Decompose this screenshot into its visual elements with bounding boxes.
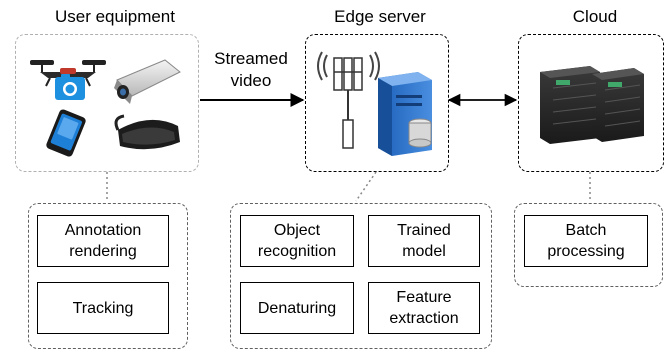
- trained-model-line2: model: [402, 243, 446, 260]
- edge-connector: [355, 171, 377, 202]
- feature-extraction-line1: Feature: [396, 289, 452, 306]
- denaturing-label: Denaturing: [257, 299, 337, 317]
- vr-headset-icon: [114, 114, 180, 150]
- denaturing-box: Denaturing: [240, 282, 354, 334]
- cloud-title: Cloud: [572, 7, 618, 26]
- edge-functions-box: [230, 203, 492, 349]
- batch-processing-line2: processing: [547, 243, 625, 260]
- antenna-tower-icon: [317, 51, 380, 149]
- cloud-functions-box: [514, 203, 663, 287]
- edge-server-title: Edge server: [334, 7, 426, 26]
- tracking-label: Tracking: [72, 299, 134, 317]
- cctv-camera-icon: [114, 59, 181, 104]
- annotation-rendering-box: Annotation rendering: [37, 215, 169, 267]
- feature-extraction-line2: extraction: [389, 310, 459, 327]
- batch-processing-line1: Batch: [565, 222, 607, 239]
- user-equipment-title: User equipment: [54, 7, 175, 26]
- smartphone-icon: [46, 109, 86, 157]
- server-icon: [378, 72, 432, 156]
- datacenter-icon: [540, 66, 644, 144]
- annotation-rendering-line2: rendering: [69, 243, 137, 260]
- camera-icon: [55, 74, 85, 100]
- object-recognition-box: Object recognition: [240, 215, 354, 267]
- object-recognition-line1: Object: [273, 222, 321, 239]
- annotation-rendering-line1: Annotation: [64, 222, 142, 239]
- object-recognition-line2: recognition: [257, 243, 337, 260]
- cloud-box: [518, 34, 664, 172]
- user-functions-box: [28, 203, 188, 349]
- tracking-box: Tracking: [37, 282, 169, 334]
- streamed-video-label: Streamed video: [214, 49, 288, 90]
- trained-model-box: Trained model: [368, 215, 480, 267]
- drone-icon: [30, 60, 106, 87]
- batch-processing-box: Batch processing: [524, 215, 648, 267]
- feature-extraction-box: Feature extraction: [368, 282, 480, 334]
- user-equipment-box: [15, 34, 199, 172]
- trained-model-line1: Trained: [397, 222, 451, 239]
